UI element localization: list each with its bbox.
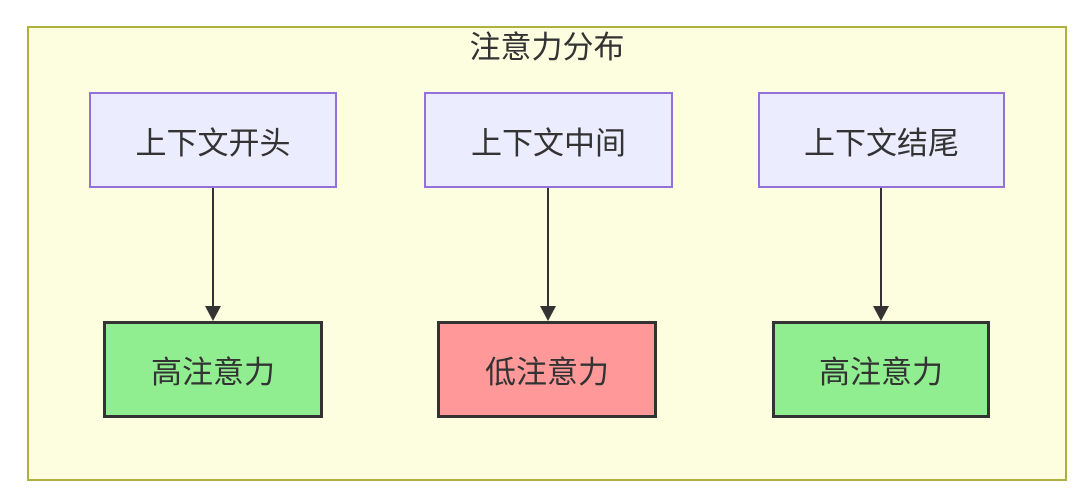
- node-attention-start-label: 高注意力: [151, 355, 275, 390]
- node-context-end: 上下文结尾: [758, 92, 1005, 188]
- node-context-middle-label: 上下文中间: [471, 125, 626, 161]
- node-context-middle: 上下文中间: [424, 92, 673, 188]
- arrowhead-down-icon: [540, 306, 556, 321]
- node-attention-middle-label: 低注意力: [485, 355, 609, 390]
- arrow-line-end: [880, 188, 882, 308]
- node-context-end-label: 上下文结尾: [804, 125, 959, 161]
- node-context-start: 上下文开头: [89, 92, 337, 188]
- arrow-line-start: [212, 188, 214, 308]
- node-attention-middle: 低注意力: [437, 321, 657, 418]
- arrow-line-middle: [547, 188, 549, 308]
- node-attention-end: 高注意力: [772, 321, 990, 418]
- arrowhead-down-icon: [873, 306, 889, 321]
- arrowhead-down-icon: [205, 306, 221, 321]
- node-attention-start: 高注意力: [103, 321, 323, 418]
- node-context-start-label: 上下文开头: [135, 125, 291, 161]
- diagram-title: 注意力分布: [469, 30, 625, 65]
- node-attention-end-label: 高注意力: [819, 355, 943, 390]
